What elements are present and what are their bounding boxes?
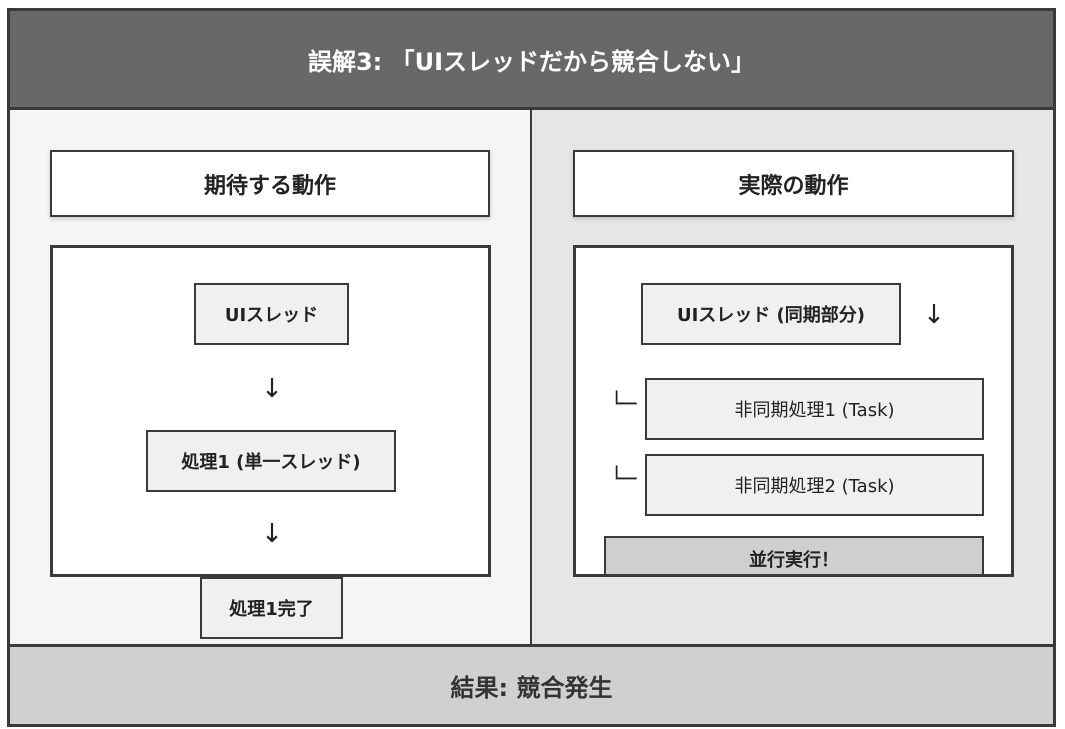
- expected-panel: 期待する動作 UIスレッド ↓ 処理1 (単一スレッド) ↓ 処理1完了: [10, 110, 532, 644]
- expected-flow-box: UIスレッド ↓ 処理1 (単一スレッド) ↓: [50, 245, 491, 577]
- async-task1-label: 非同期処理1 (Task): [734, 400, 895, 421]
- async-task2-node: 非同期処理2 (Task): [645, 454, 984, 516]
- actual-title-text: 実際の動作: [738, 173, 849, 199]
- result-text: 結果: 競合発生: [450, 674, 613, 702]
- branch-connector-icon: └─: [610, 392, 637, 417]
- expected-process1-label: 処理1 (単一スレッド): [181, 452, 361, 473]
- diagram-header: 誤解3: 「UIスレッドだから競合しない」: [10, 11, 1053, 110]
- expected-process1-done-label: 処理1完了: [229, 599, 314, 620]
- down-arrow-icon: ↓: [261, 374, 283, 404]
- down-arrow-icon: ↓: [261, 519, 283, 549]
- parallel-execution-label: 並行実行！: [749, 550, 839, 571]
- actual-panel: 実際の動作 UIスレッド (同期部分) ↓ └─ 非同期処理1 (Task) └…: [532, 110, 1053, 644]
- branch-connector-icon: └─: [610, 467, 637, 492]
- expected-process1-done-node: 処理1完了: [200, 577, 343, 639]
- diagram-frame: 誤解3: 「UIスレッドだから競合しない」 期待する動作 UIスレッド ↓ 処理…: [7, 8, 1056, 727]
- diagram-title: 誤解3: 「UIスレッドだから競合しない」: [307, 47, 756, 76]
- down-arrow-icon: ↓: [923, 300, 945, 330]
- actual-ui-thread-label: UIスレッド (同期部分): [676, 305, 866, 326]
- expected-ui-thread-label: UIスレッド: [224, 305, 319, 326]
- expected-title: 期待する動作: [50, 150, 490, 217]
- parallel-execution-node: 並行実行！: [604, 536, 984, 574]
- expected-title-text: 期待する動作: [203, 173, 336, 199]
- actual-flow-box: UIスレッド (同期部分) ↓ └─ 非同期処理1 (Task) └─ 非同期処…: [573, 245, 1014, 577]
- actual-ui-thread-node: UIスレッド (同期部分): [641, 283, 901, 345]
- actual-title: 実際の動作: [573, 150, 1014, 217]
- async-task2-label: 非同期処理2 (Task): [734, 476, 895, 497]
- expected-process1-node: 処理1 (単一スレッド): [146, 430, 396, 492]
- result-footer: 結果: 競合発生: [10, 644, 1053, 724]
- expected-ui-thread-node: UIスレッド: [194, 283, 349, 345]
- async-task1-node: 非同期処理1 (Task): [645, 378, 984, 440]
